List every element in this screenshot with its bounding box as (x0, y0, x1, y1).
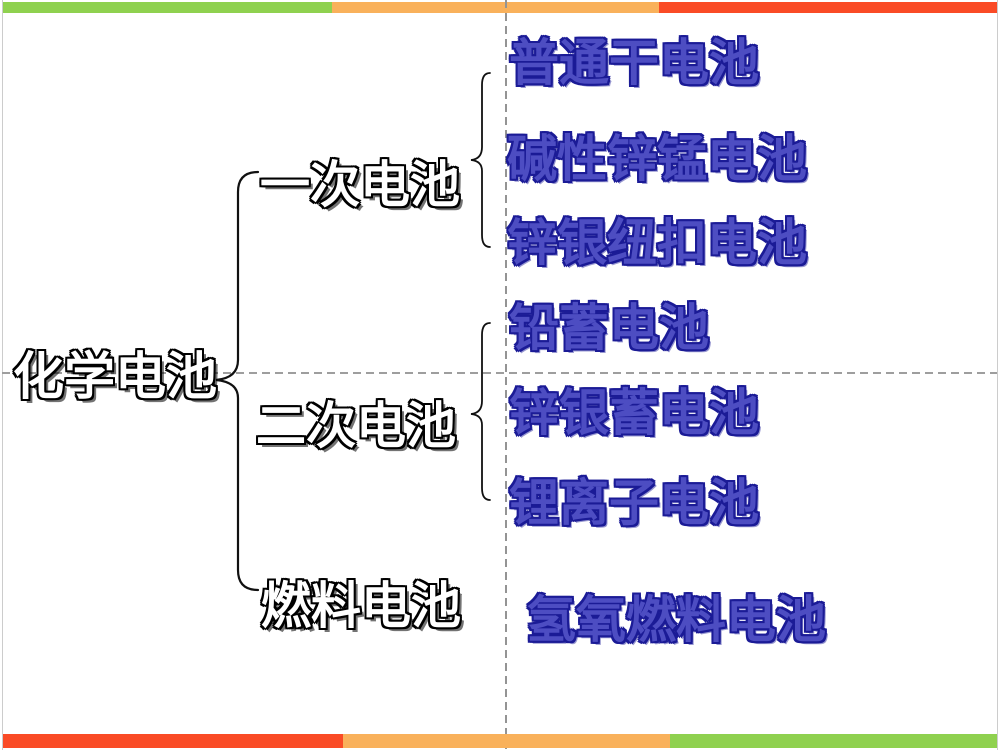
bottom-bar-green-segment (670, 734, 997, 748)
top-bar-red-segment (659, 2, 997, 13)
slide-left-border (2, 0, 3, 750)
leaf-label-zinc-silver-button-battery: 锌银纽扣电池 (507, 215, 807, 271)
top-bar-green-segment (3, 2, 332, 13)
bottom-bar-red-segment (3, 734, 343, 748)
vertical-guide-line (505, 0, 507, 750)
leaf-label-alkaline-zinc-manganese-battery: 碱性锌锰电池 (507, 131, 807, 187)
leaf-label-hydrogen-oxygen-fuel-cell: 氢氧燃料电池 (526, 592, 826, 648)
leaf-label-lithium-ion-battery: 锂离子电池 (509, 475, 759, 531)
root-brace (215, 170, 260, 592)
bottom-bar-orange-segment (343, 734, 670, 748)
leaf-label-lead-storage-battery: 铅蓄电池 (509, 300, 709, 356)
primary-brace (470, 72, 491, 248)
branch-label-fuel-cell: 燃料电池 (261, 578, 461, 634)
slide-right-border (997, 0, 998, 750)
root-node-label: 化学电池 (13, 350, 218, 406)
horizontal-guide-line (2, 372, 997, 374)
leaf-label-ordinary-dry-battery: 普通干电池 (509, 35, 759, 91)
branch-label-primary-battery: 一次电池 (260, 157, 460, 213)
secondary-brace (470, 322, 491, 501)
leaf-label-zinc-silver-storage-battery: 锌银蓄电池 (509, 385, 759, 441)
top-bar-orange-segment (332, 2, 659, 13)
branch-label-secondary-battery: 二次电池 (256, 398, 456, 454)
